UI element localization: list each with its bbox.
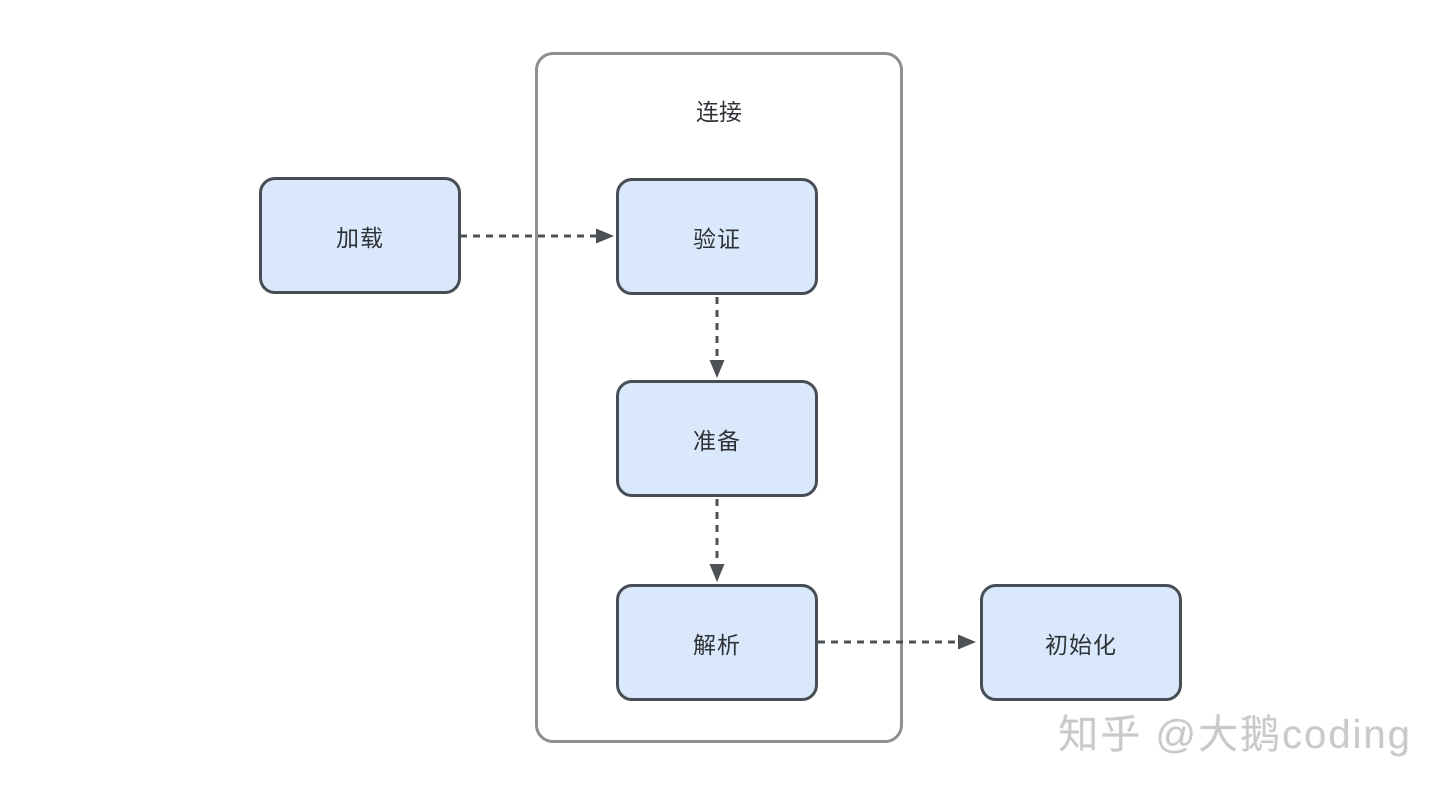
watermark: 知乎 @大鹅coding <box>1058 713 1412 757</box>
node-load: 加载 <box>259 177 461 294</box>
group-linking: 连接 <box>535 52 903 743</box>
node-verify: 验证 <box>616 178 818 295</box>
node-initialize: 初始化 <box>980 584 1182 701</box>
node-resolve: 解析 <box>616 584 818 701</box>
node-prepare: 准备 <box>616 380 818 497</box>
group-linking-label: 连接 <box>696 99 742 125</box>
